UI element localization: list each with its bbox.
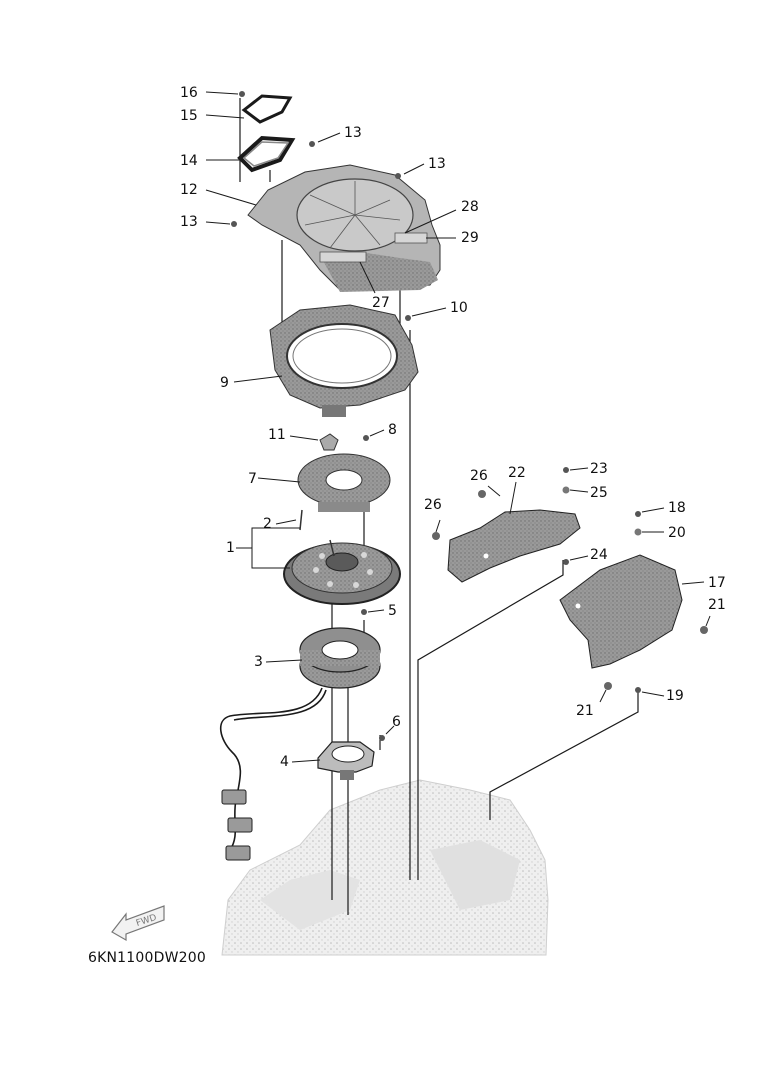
callout-15: 15	[180, 108, 198, 124]
stator-3	[299, 627, 381, 689]
grommet-26a	[478, 490, 486, 498]
callout-14: 14	[180, 153, 198, 169]
callout-12: 12	[180, 182, 198, 198]
wiring-harness	[220, 687, 327, 851]
callout-21-bottom: 21	[576, 703, 594, 719]
callout-9: 9	[220, 375, 229, 391]
callout-13-left: 13	[180, 214, 198, 230]
callout-6: 6	[392, 714, 401, 730]
callout-26-top: 26	[470, 468, 488, 484]
screw-13c	[231, 221, 237, 227]
callout-29: 29	[461, 230, 479, 246]
screw-13a	[309, 141, 315, 147]
cover-17	[559, 554, 683, 669]
callout-25: 25	[590, 485, 608, 501]
bracket-4	[317, 741, 375, 780]
callout-18: 18	[668, 500, 686, 516]
top-cover-12	[247, 164, 441, 292]
screw-6	[379, 735, 385, 741]
callout-16: 16	[180, 85, 198, 101]
callout-13-top: 13	[344, 125, 362, 141]
callout-28: 28	[461, 199, 479, 215]
callout-23: 23	[590, 461, 608, 477]
screw-5	[361, 609, 367, 615]
grommet-21b	[604, 682, 612, 690]
pin-19	[635, 687, 641, 693]
screw-10	[405, 315, 411, 321]
callout-5: 5	[388, 603, 397, 619]
callout-1: 1	[226, 540, 235, 556]
bushing-11	[319, 433, 339, 451]
washer-25	[562, 486, 570, 494]
screw-18	[635, 511, 641, 517]
callout-17: 17	[708, 575, 726, 591]
connectors	[221, 789, 253, 861]
screw-16	[239, 91, 245, 97]
callout-7: 7	[248, 471, 257, 487]
pin-24	[563, 559, 569, 565]
callout-13-right: 13	[428, 156, 446, 172]
callout-21-right: 21	[708, 597, 726, 613]
callout-26-left: 26	[424, 497, 442, 513]
gasket-14	[237, 135, 296, 173]
callout-24: 24	[590, 547, 608, 563]
flywheel-1	[283, 542, 401, 605]
flywheel-housing-9	[269, 304, 419, 417]
callout-27: 27	[372, 295, 390, 311]
callout-2: 2	[263, 516, 272, 532]
gasket-15	[241, 94, 293, 124]
screw-23	[563, 467, 569, 473]
washer-20	[634, 528, 642, 536]
bolt-2	[299, 509, 335, 557]
callout-10: 10	[450, 300, 468, 316]
grommet-21a	[700, 626, 708, 634]
diagram-code: 6KN1100DW200	[88, 950, 206, 966]
callout-20: 20	[668, 525, 686, 541]
engine-block	[221, 779, 549, 956]
cover-22	[447, 509, 581, 583]
callout-22: 22	[508, 465, 526, 481]
callout-3: 3	[254, 654, 263, 670]
callout-4: 4	[280, 754, 289, 770]
callout-8: 8	[388, 422, 397, 438]
screw-8	[363, 435, 369, 441]
fwd-arrow-icon: FWD	[111, 905, 165, 942]
callout-19: 19	[666, 688, 684, 704]
callout-leaders	[205, 91, 711, 763]
plate-7	[297, 453, 391, 512]
screw-13b	[395, 173, 401, 179]
callout-11: 11	[268, 427, 286, 443]
grommet-26b	[432, 532, 440, 540]
